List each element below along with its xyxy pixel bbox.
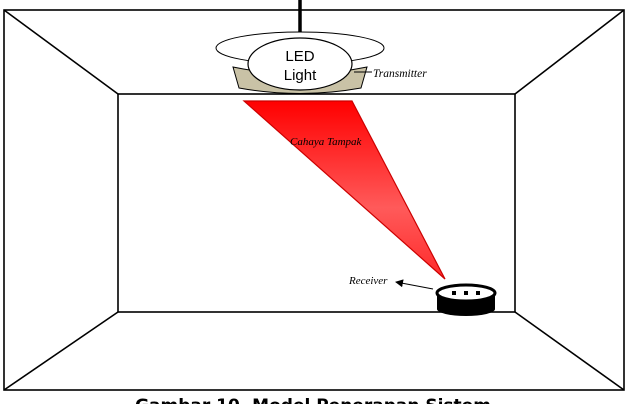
room-edge-top-right bbox=[514, 9, 625, 95]
receiver-sensor-dot bbox=[464, 291, 468, 295]
transmitter-label: Transmitter bbox=[373, 68, 427, 80]
room-edge-top-left bbox=[3, 9, 119, 95]
receiver-bottom bbox=[437, 302, 495, 316]
receiver-label: Receiver bbox=[348, 275, 388, 287]
led-label-line1: LED bbox=[285, 48, 314, 65]
light-cone bbox=[242, 100, 446, 280]
receiver-sensor-dot bbox=[452, 291, 456, 295]
room-edge-bottom-right bbox=[514, 311, 625, 391]
receiver-arrow bbox=[395, 279, 434, 290]
figure-caption: Gambar 10. Model Penerapan Sistem bbox=[135, 396, 491, 404]
room-outer-frame bbox=[3, 9, 625, 391]
led-label-line2: Light bbox=[284, 67, 317, 84]
room bbox=[3, 9, 625, 391]
receiver-device bbox=[435, 283, 497, 316]
receiver-sensor-dot bbox=[476, 291, 480, 295]
light-cone-label: Cahaya Tampak bbox=[290, 136, 363, 148]
room-back-wall bbox=[117, 93, 516, 313]
room-edge-bottom-left bbox=[3, 311, 119, 391]
led-bulb bbox=[247, 37, 353, 91]
